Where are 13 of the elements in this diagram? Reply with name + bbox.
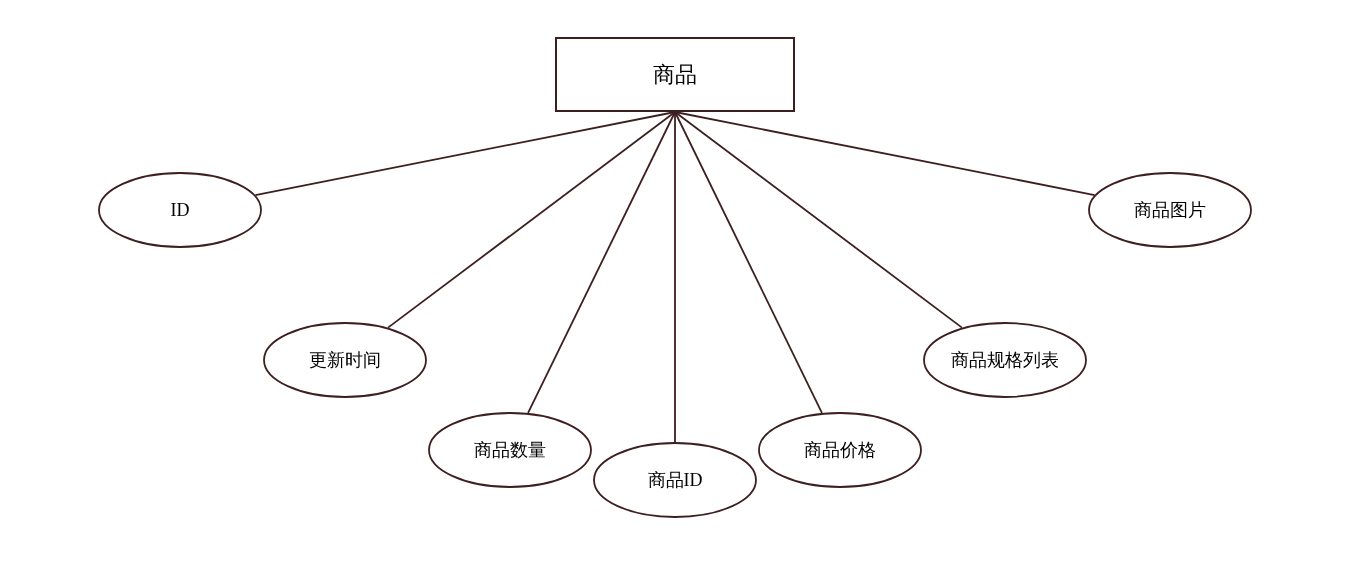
- attribute-ellipse: 商品ID: [593, 442, 757, 518]
- connector-line: [674, 111, 823, 414]
- connector-line: [387, 111, 676, 329]
- entity-box: 商品: [555, 37, 795, 112]
- attribute-ellipse: 更新时间: [263, 322, 427, 398]
- connector-line: [527, 111, 676, 414]
- attribute-ellipse: 商品规格列表: [923, 322, 1087, 398]
- attribute-ellipse: ID: [98, 172, 262, 248]
- attribute-ellipse: 商品价格: [758, 412, 922, 488]
- connector-line: [674, 111, 676, 443]
- attribute-ellipse: 商品图片: [1088, 172, 1252, 248]
- connector-line: [674, 111, 963, 329]
- attribute-ellipse: 商品数量: [428, 412, 592, 488]
